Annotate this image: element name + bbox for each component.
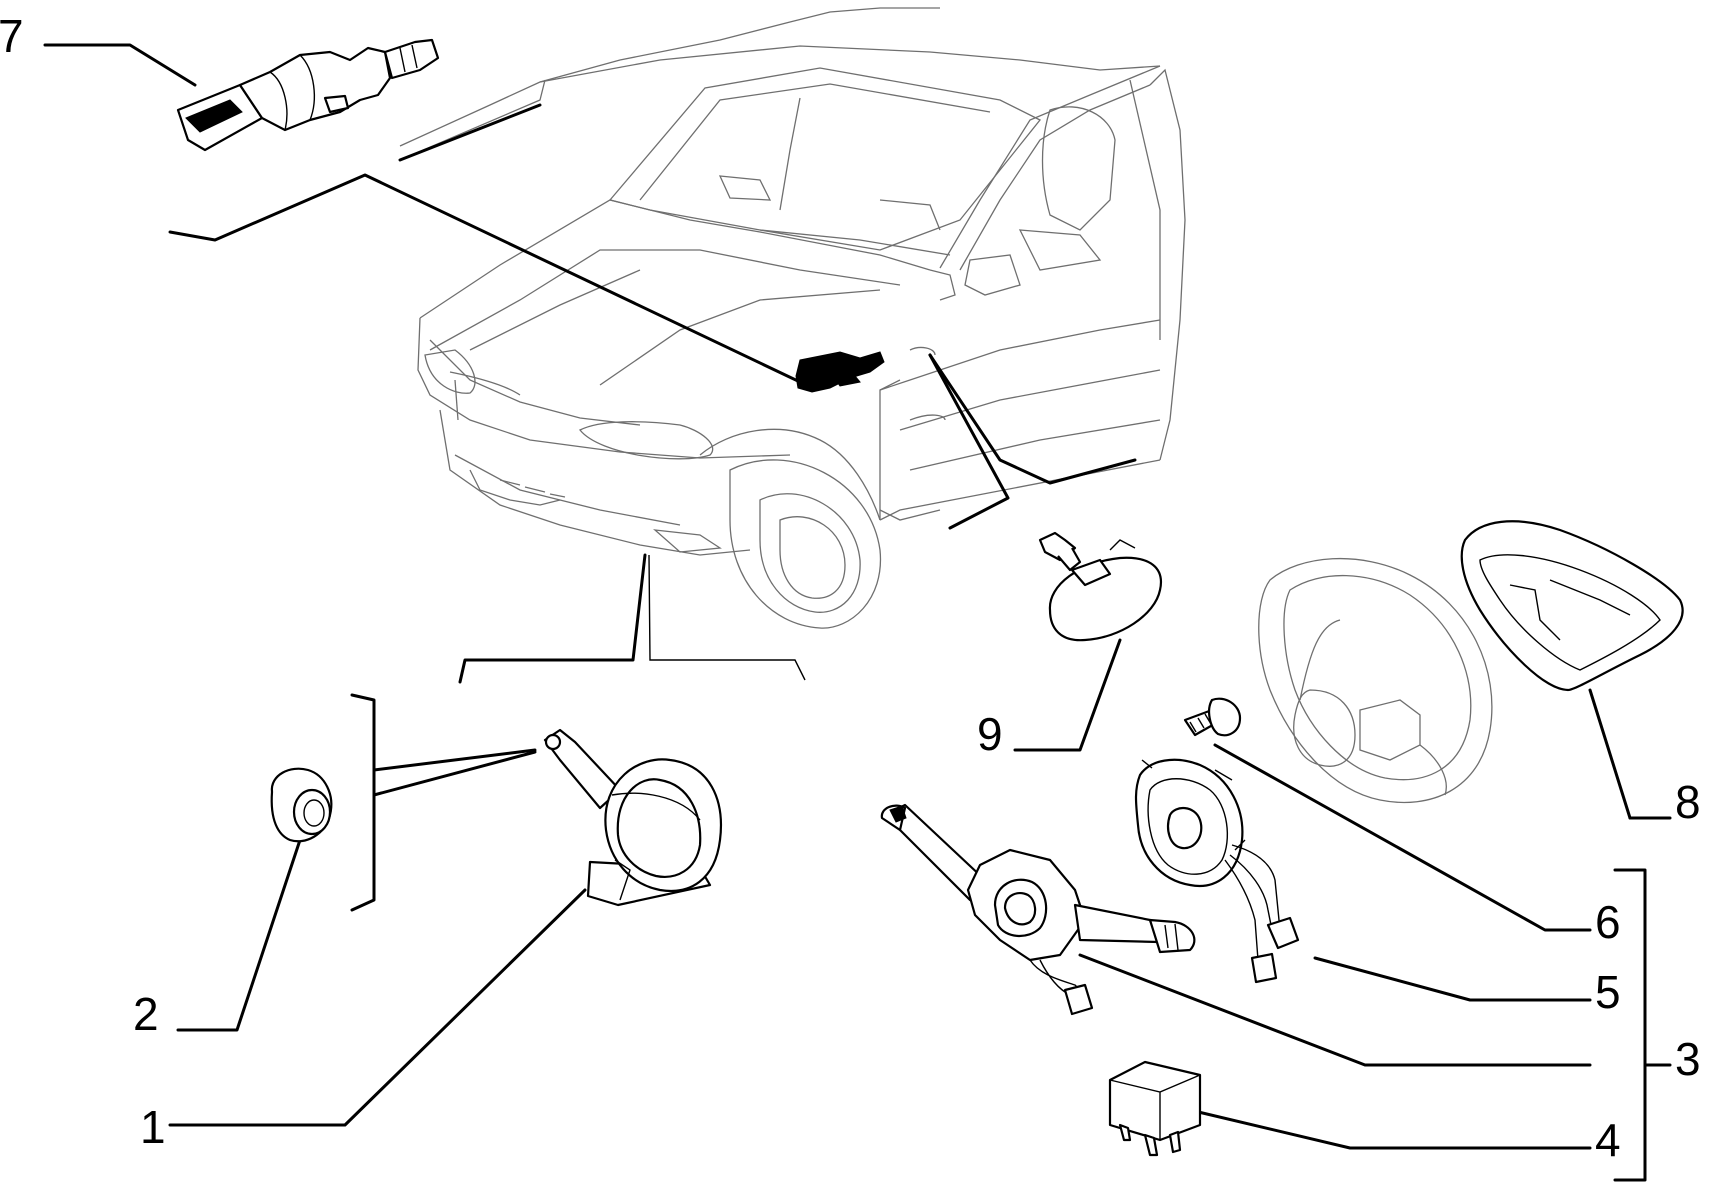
callout-6: 6 — [1595, 896, 1621, 948]
callout-3: 3 — [1675, 1033, 1701, 1085]
part-7-switch — [176, 38, 440, 152]
callout-1: 1 — [140, 1101, 166, 1153]
callout-7: 7 — [0, 10, 24, 62]
highlighted-component-on-car — [795, 351, 885, 393]
part-2-grommet — [270, 767, 333, 843]
part-8-steering-wheel — [1258, 557, 1493, 804]
car-illustration — [399, 7, 1186, 629]
callout-9: 9 — [977, 708, 1003, 760]
part-5-clock-spring — [1134, 758, 1300, 984]
callout-numbers: 7 2 1 9 8 6 5 3 4 — [0, 10, 1701, 1166]
callout-4: 4 — [1595, 1114, 1621, 1166]
callout-8: 8 — [1675, 776, 1701, 828]
leader-lines — [43, 43, 1672, 1182]
part-6-screw — [1183, 697, 1242, 737]
part-1-horn — [543, 728, 722, 907]
part-4-relay — [1108, 1060, 1202, 1157]
callout-2: 2 — [133, 988, 159, 1040]
part-3-combination-switch — [880, 803, 1196, 1016]
part-8-airbag — [1460, 520, 1684, 692]
callout-5: 5 — [1595, 966, 1621, 1018]
part-9-side-marker — [1038, 531, 1163, 642]
